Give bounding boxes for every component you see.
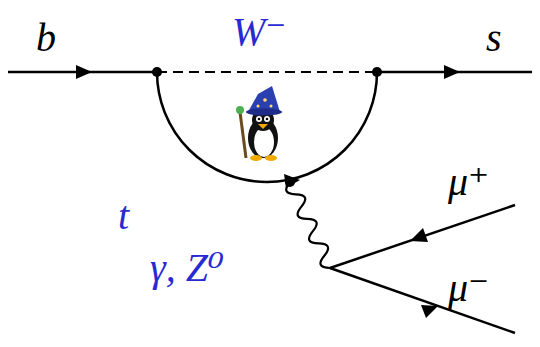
boson-label: γ, Z⁰ — [150, 248, 224, 288]
vertex-dot — [372, 67, 382, 77]
gauge-boson-wave — [286, 182, 330, 268]
muon-line — [330, 268, 515, 333]
w-boson-line — [157, 71, 377, 73]
penguin-icon — [236, 86, 282, 161]
fermion-arrow — [444, 65, 460, 79]
particle-label: μ⁺ — [448, 162, 489, 202]
vertex-dot — [285, 177, 295, 187]
top-loop — [157, 72, 377, 182]
muon-line — [330, 205, 515, 268]
particle-label: s — [486, 18, 502, 58]
quark-label: t — [118, 196, 129, 236]
particle-label: μ⁻ — [448, 268, 489, 308]
particle-label: b — [36, 18, 56, 58]
fermion-arrow — [76, 65, 92, 79]
fermion-arrow — [421, 305, 438, 318]
boson-label: W⁻ — [232, 12, 286, 52]
vertex-dot — [152, 67, 162, 77]
fermion-arrow — [410, 228, 428, 242]
